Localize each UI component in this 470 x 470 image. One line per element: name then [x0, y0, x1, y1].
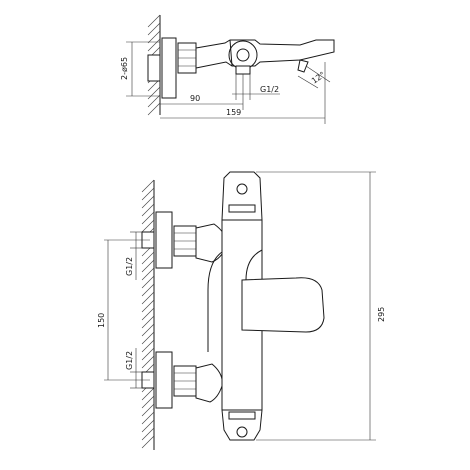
upper-flange: [155, 211, 173, 269]
hatch-line: [141, 323, 155, 337]
top-view: 2-ø65 G1/2 12° 90 159: [120, 14, 335, 124]
hatch-line: [141, 211, 155, 225]
hatch-line: [147, 102, 161, 116]
hatch-line: [147, 38, 161, 52]
hole-spec-label: 2-ø65: [120, 57, 129, 80]
upper-ring: [228, 204, 256, 213]
hatch-line: [141, 179, 155, 193]
front-view: 295 150 G1/2 G1/2: [97, 171, 386, 450]
hatch-line: [141, 219, 155, 233]
hatch-line: [141, 291, 155, 305]
spacing-label: 150: [97, 313, 106, 328]
hatch-line: [141, 395, 155, 409]
hatch-line: [141, 355, 155, 369]
hatch-line: [141, 187, 155, 201]
lower-elbow: [195, 363, 223, 403]
hatch-line: [141, 419, 155, 433]
lower-ring: [228, 411, 256, 420]
bottom-cap-hole: [236, 426, 248, 438]
hatch-line: [141, 403, 155, 417]
hatch-line: [147, 14, 161, 28]
hatch-line: [141, 347, 155, 361]
hatch-line: [141, 315, 155, 329]
hatch-line: [141, 275, 155, 289]
g12-top-label: G1/2: [260, 85, 279, 94]
hatch-line: [147, 86, 161, 100]
top-knob-center: [236, 48, 250, 62]
hatch-line: [147, 22, 161, 36]
hatch-line: [141, 259, 155, 273]
hatch-line: [141, 195, 155, 209]
spout: [241, 277, 325, 333]
top-cap-hole: [236, 183, 248, 195]
dim-159-label: 159: [226, 108, 241, 117]
hatch-line: [141, 387, 155, 401]
hatch-line: [141, 427, 155, 441]
hatch-line: [141, 203, 155, 217]
hatch-line: [141, 299, 155, 313]
hatch-line: [141, 331, 155, 345]
hatch-line: [147, 30, 161, 44]
upper-g12-label: G1/2: [125, 257, 134, 276]
dim-90-label: 90: [190, 94, 200, 103]
lower-flange: [155, 351, 173, 409]
top-wall-nut: [147, 54, 161, 82]
angle-label: 12°: [310, 70, 327, 86]
hatch-line: [141, 339, 155, 353]
hatch-line: [141, 307, 155, 321]
hatch-line: [141, 267, 155, 281]
hatch-line: [141, 411, 155, 425]
hatch-line: [141, 435, 155, 449]
top-diverter-base: [235, 65, 251, 75]
hatch-line: [141, 251, 155, 265]
height-label: 295: [377, 307, 386, 322]
hatch-line: [147, 94, 161, 108]
top-spout-tip: [297, 59, 309, 73]
hatch-line: [141, 283, 155, 297]
front-wall-hatch: [141, 179, 155, 449]
top-body: [195, 39, 335, 69]
lower-g12-label: G1/2: [125, 351, 134, 370]
top-flange: [161, 37, 177, 99]
